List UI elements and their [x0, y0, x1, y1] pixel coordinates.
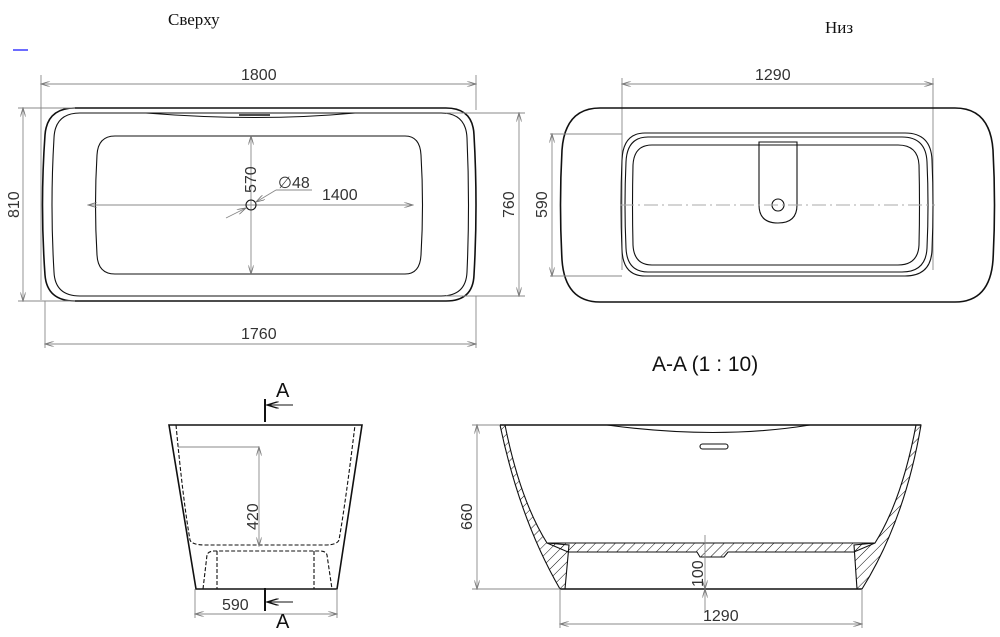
- bottom-view-title: Низ: [825, 18, 853, 37]
- dim-100: 100: [690, 560, 707, 587]
- dim-1290-section: 1290: [703, 608, 739, 625]
- cut-marker-top: A: [276, 380, 290, 402]
- dim-590-side: 590: [222, 597, 249, 614]
- dim-660: 660: [459, 503, 476, 530]
- dim-1290-bottom: 1290: [755, 67, 791, 84]
- dim-1800: 1800: [241, 67, 277, 84]
- dim-810: 810: [6, 191, 23, 218]
- dim-1760: 1760: [241, 326, 277, 343]
- section-view: A-A (1 : 10) 660 100 1290: [459, 353, 922, 628]
- dim-1400: 1400: [322, 187, 358, 204]
- drain-icon: [245, 199, 257, 211]
- top-view: Сверху 1800 810 760 570 1400: [6, 10, 525, 348]
- dim-drain-diameter: ∅48: [278, 175, 310, 192]
- section-title: A-A (1 : 10): [652, 353, 758, 376]
- top-view-title: Сверху: [168, 10, 220, 29]
- side-view: A 420 590 A: [168, 380, 363, 633]
- cut-marker-bottom: A: [276, 611, 290, 633]
- drain-channel: [758, 141, 798, 224]
- dim-420: 420: [245, 503, 262, 530]
- dim-760: 760: [501, 191, 518, 218]
- bottom-view: Низ 1290 590: [534, 18, 996, 303]
- dim-590-bottom: 590: [534, 191, 551, 218]
- dim-570: 570: [243, 166, 260, 193]
